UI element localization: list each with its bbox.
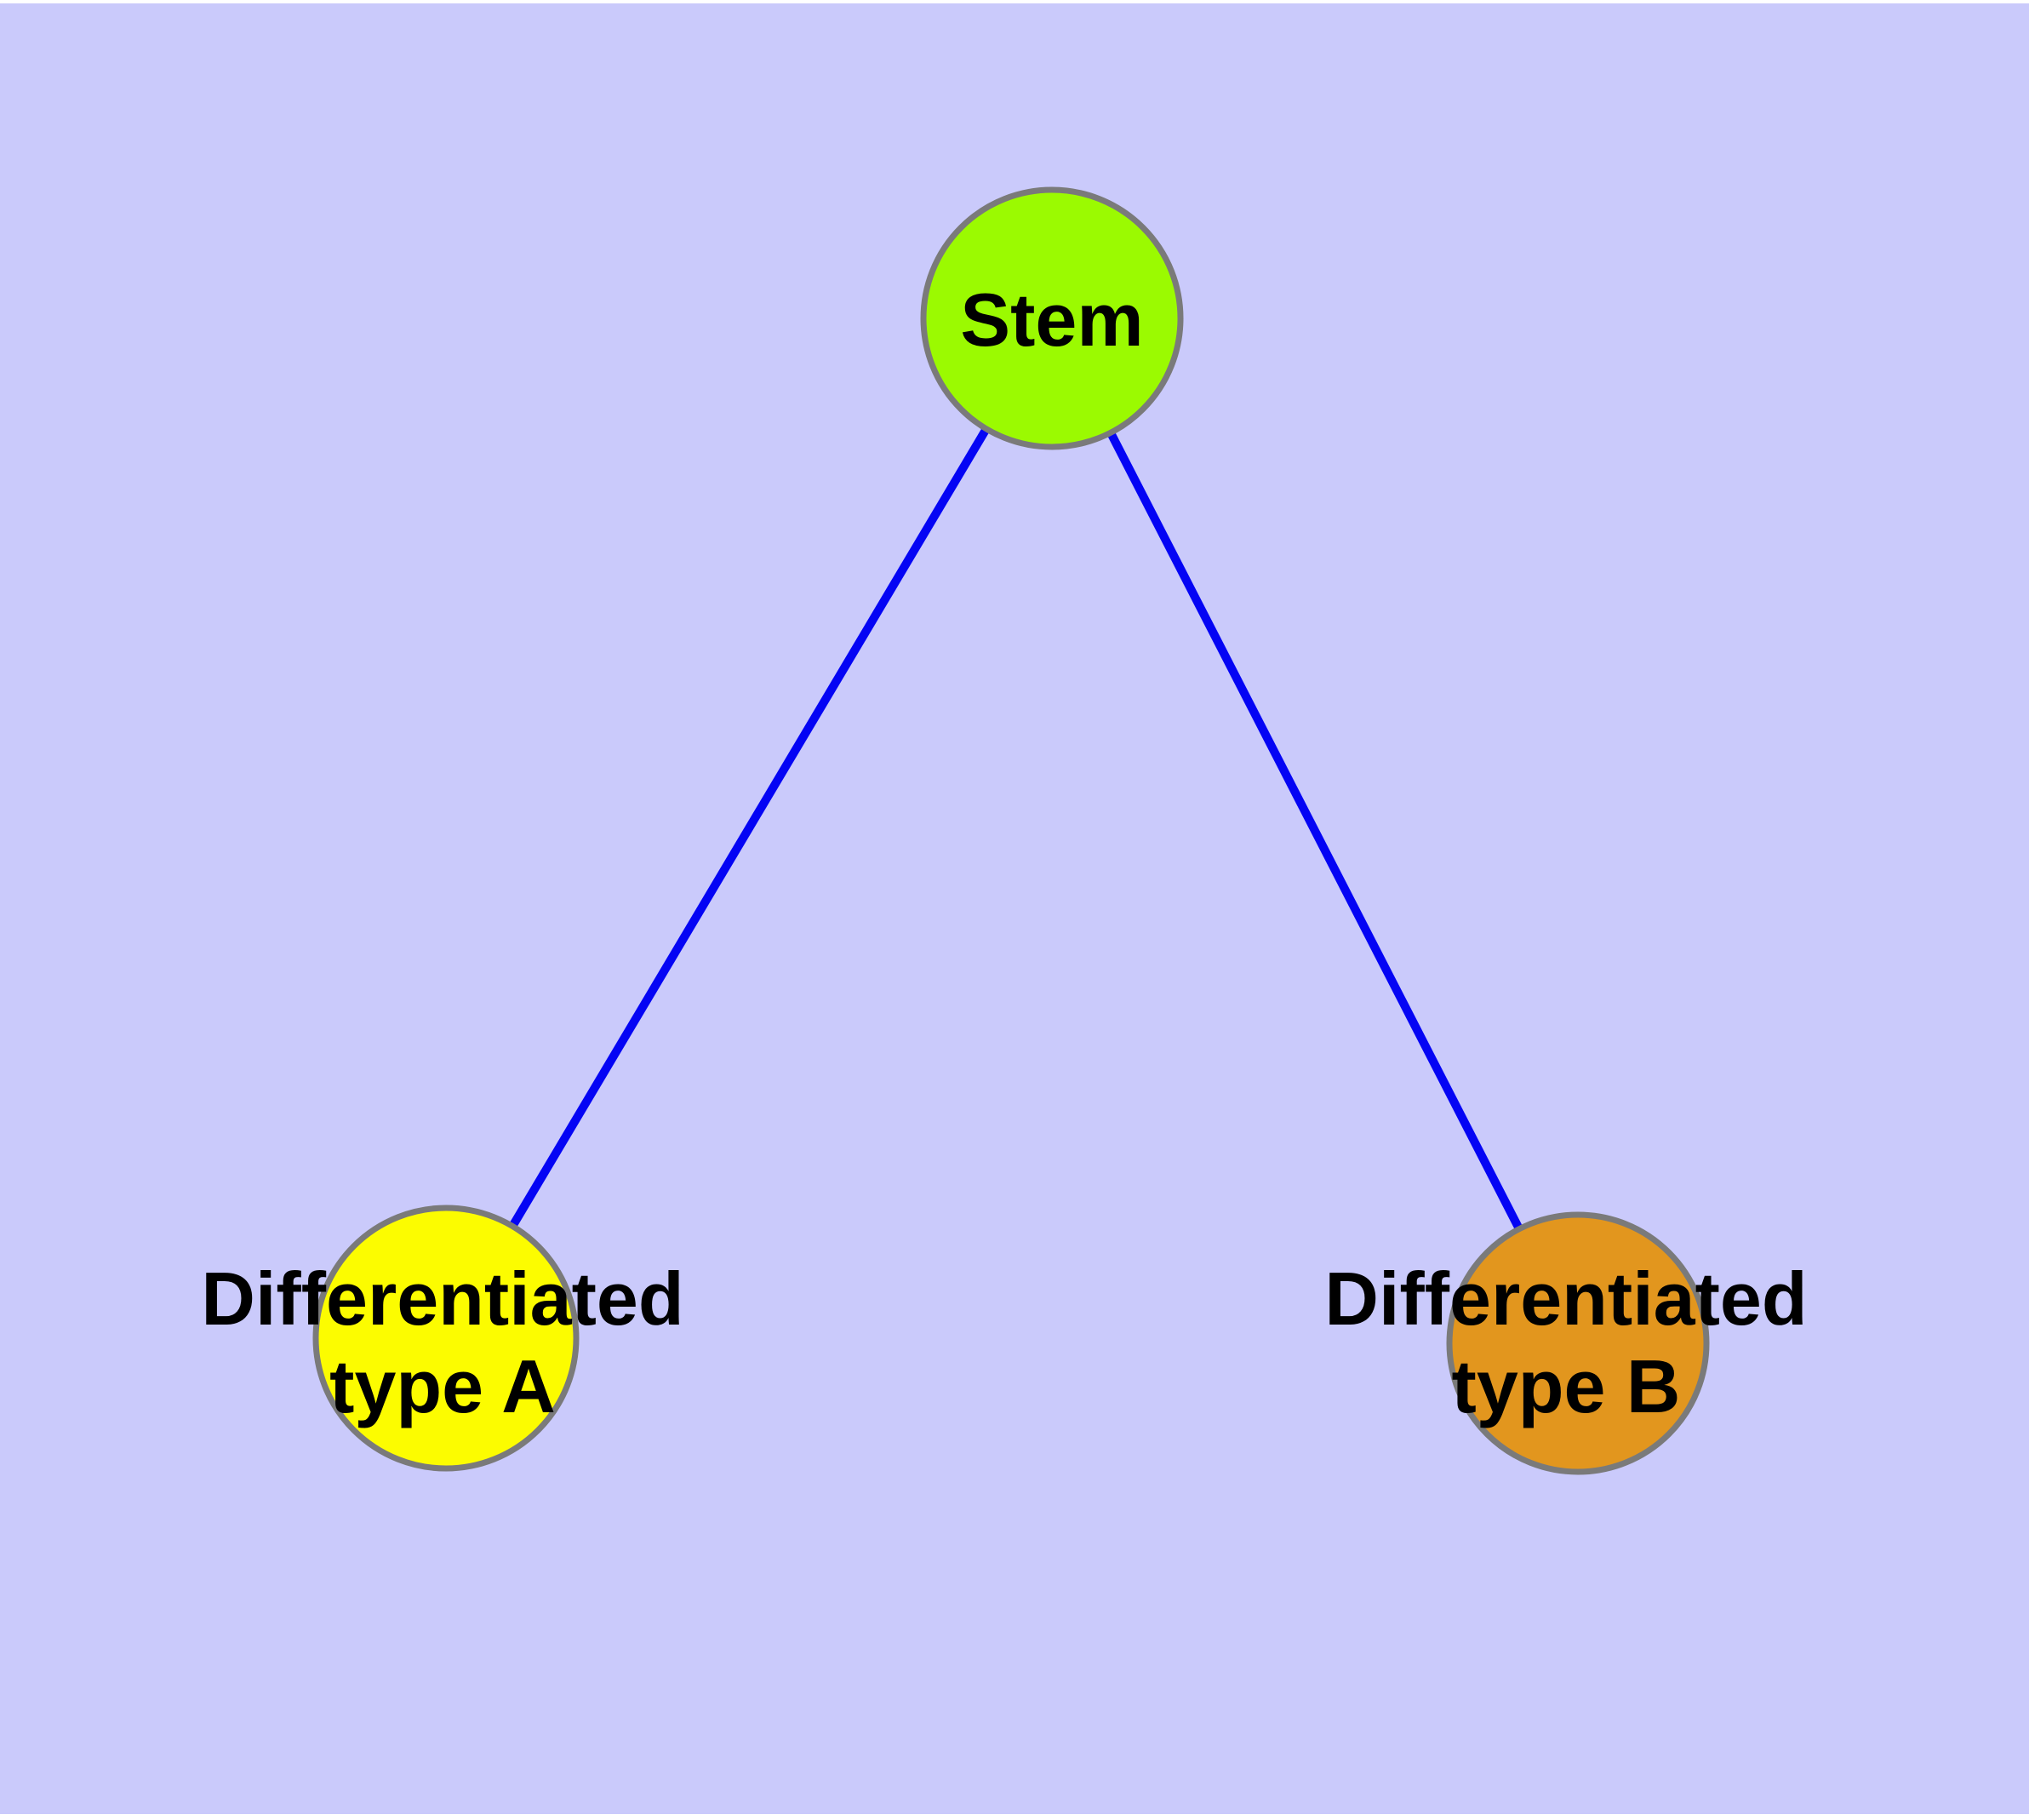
node-type-b-label-line2: type B (1452, 1344, 1681, 1428)
node-stem (920, 186, 1184, 450)
edge-stem-to-type-b (1048, 316, 1582, 1346)
node-differentiated-type-a (312, 1205, 580, 1472)
node-stem-label: Stem (960, 278, 1143, 362)
node-type-b-label-line1: Differentiated (1324, 1256, 1807, 1341)
node-type-a-label-line1: Differentiated (201, 1256, 683, 1341)
edge-stem-to-type-a (442, 316, 1056, 1341)
node-differentiated-type-b (1446, 1211, 1710, 1475)
node-type-a-label-line2: type A (329, 1344, 556, 1428)
